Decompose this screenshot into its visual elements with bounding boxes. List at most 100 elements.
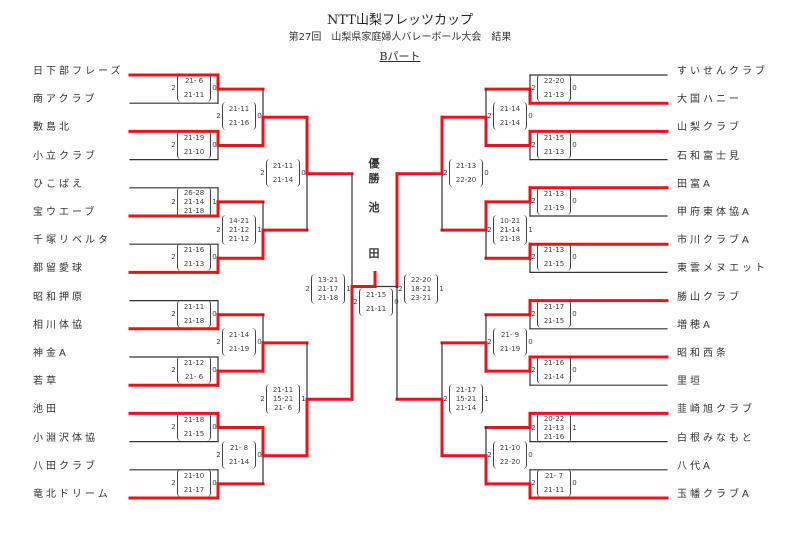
set-score: 21- 6: [184, 77, 204, 86]
sets-lost: 1: [572, 423, 577, 432]
sets-won: 2: [443, 395, 448, 404]
set-score: 21- 6: [273, 404, 293, 413]
sets-lost: 0: [212, 422, 217, 431]
sets-won: 2: [216, 112, 221, 121]
sets-won: 2: [171, 253, 176, 262]
team-name: 都留愛球: [33, 263, 85, 275]
sets-lost: 0: [572, 253, 577, 262]
team-name: 宝ウエーブ: [33, 207, 98, 218]
team-name: 勝山クラブ: [677, 291, 742, 303]
set-score: 21-18: [183, 206, 205, 215]
set-score: 21-19: [183, 133, 205, 142]
set-score: 21-13: [543, 189, 565, 198]
sets-lost: 1: [528, 226, 533, 235]
set-score: 15-21: [455, 395, 477, 404]
sets-lost: 0: [484, 168, 489, 177]
set-score: 21-11: [365, 304, 387, 313]
sets-won: 2: [171, 309, 176, 318]
sets-lost: 0: [212, 253, 217, 262]
sets-won: 2: [216, 450, 221, 459]
champion-name: 池田: [368, 201, 380, 260]
set-score: 21-11: [543, 485, 565, 494]
sets-lost: 1: [439, 284, 444, 293]
set-score: 21-14: [228, 330, 250, 339]
sets-lost: 0: [572, 309, 577, 318]
champion-label: 優勝: [368, 157, 380, 185]
sets-won: 2: [260, 395, 265, 404]
team-name: 田富A: [677, 178, 713, 190]
sets-won: 2: [171, 478, 176, 487]
set-score: 21-13: [543, 91, 565, 100]
sets-lost: 0: [257, 112, 262, 121]
tournament-title: NTT山梨フレッツカップ: [327, 13, 473, 28]
sets-lost: 0: [572, 140, 577, 149]
sets-won: 2: [443, 168, 448, 177]
set-score: 21-19: [543, 203, 565, 212]
set-score: 21-14: [228, 457, 250, 466]
sets-won: 2: [398, 284, 403, 293]
team-name: 日下部フレーズ: [33, 66, 124, 77]
set-score: 21-12: [183, 359, 205, 368]
set-score: 21-16: [543, 359, 565, 368]
set-score: 21- 6: [184, 373, 204, 382]
sets-won: 2: [487, 337, 492, 346]
sets-lost: 0: [212, 309, 217, 318]
set-score: 21-14: [543, 373, 565, 382]
set-score: 22-20: [499, 457, 521, 466]
set-score: 21-17: [183, 485, 205, 494]
set-score: 21-14: [499, 226, 521, 235]
team-name: 大国ハニー: [677, 94, 742, 106]
set-score: 21-13: [183, 260, 205, 269]
sets-lost: 0: [528, 112, 533, 121]
team-name: 南アクラブ: [33, 94, 98, 106]
set-score: 22-20: [543, 77, 565, 86]
set-score: 21-13: [455, 161, 477, 170]
sets-won: 2: [487, 226, 492, 235]
team-name: 相川体協: [33, 319, 85, 331]
set-score: 21-12: [228, 235, 250, 244]
sets-won: 2: [216, 226, 221, 235]
set-score: 21-14: [455, 404, 477, 413]
sets-lost: 0: [301, 168, 306, 177]
sets-lost: 0: [528, 337, 533, 346]
set-score: 21-10: [183, 471, 205, 480]
sets-lost: 0: [572, 196, 577, 205]
sets-lost: 1: [301, 395, 306, 404]
team-name: すいせんクラブ: [677, 66, 768, 77]
sets-lost: 0: [257, 450, 262, 459]
tournament-subtitle: 第27回 山梨県家庭婦人バレーボール大会 結果: [288, 32, 512, 43]
sets-won: 2: [531, 423, 536, 432]
sets-won: 2: [531, 253, 536, 262]
set-score: 21- 7: [544, 471, 564, 480]
set-scores: 22-20 21-13: [537, 74, 571, 103]
sets-lost: 0: [572, 366, 577, 375]
set-score: 21-13: [543, 147, 565, 156]
sets-lost: 0: [212, 140, 217, 149]
set-score: 21-15: [365, 290, 387, 299]
set-score: 21-13: [543, 423, 565, 432]
team-name: 甲府東体協A: [677, 207, 752, 218]
